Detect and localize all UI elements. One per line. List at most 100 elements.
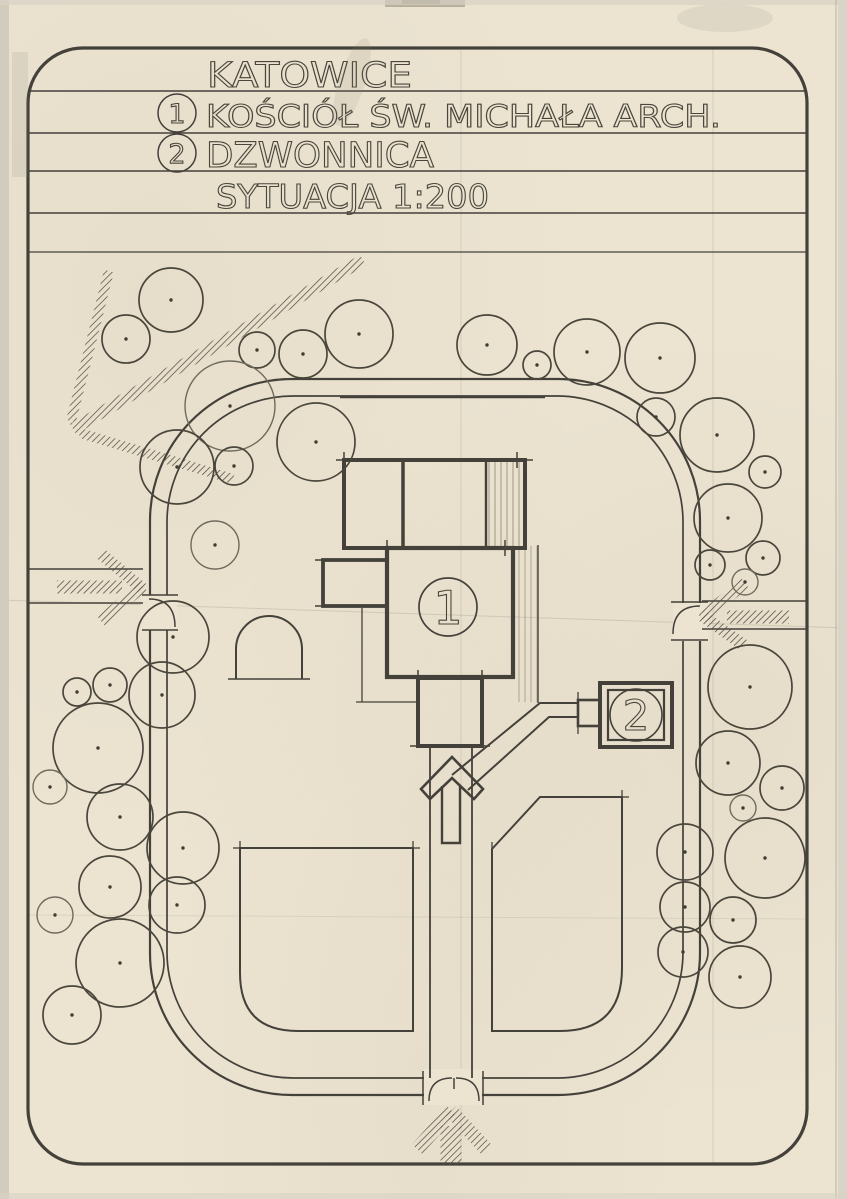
south-gate-arc-right: [455, 1077, 480, 1102]
tree: [731, 568, 759, 596]
tree: [92, 667, 128, 703]
title-separator-lines: [28, 90, 807, 253]
tree-center-dot: [726, 761, 730, 765]
diagonal-path: [451, 702, 578, 791]
forecourt-arrow-icon: [419, 755, 485, 845]
legend-2-label: DZWONNICA: [206, 136, 434, 176]
bell-tower-label-circle: [609, 688, 663, 742]
tree: [36, 896, 74, 934]
tree-center-dot: [741, 806, 745, 810]
tree: [278, 329, 328, 379]
legend-2-circle: [157, 133, 197, 173]
tree: [456, 314, 518, 376]
south-entrance-arrow-icon: [411, 1106, 492, 1165]
tree: [101, 314, 151, 364]
church-building: 1: [315, 452, 539, 748]
tree: [139, 429, 215, 505]
tree: [214, 446, 254, 486]
tree: [42, 985, 102, 1045]
tree-center-dot: [780, 786, 784, 790]
tree: [128, 661, 196, 729]
tree-center-dot: [763, 470, 767, 474]
tree: [136, 600, 210, 674]
tree-center-dot: [175, 903, 179, 907]
tree: [148, 876, 206, 934]
tree: [86, 783, 154, 851]
tree: [693, 483, 763, 553]
path-connector: [576, 692, 602, 734]
tree: [553, 318, 621, 386]
tree: [708, 945, 772, 1009]
title-block: KATOWICE 1 KOŚCIÓŁ ŚW. MICHAŁA ARCH. 2 D…: [157, 55, 722, 217]
tree-center-dot: [731, 918, 735, 922]
tree-center-dot: [53, 913, 57, 917]
tree: [238, 331, 276, 369]
tree-center-dot: [726, 516, 730, 520]
tree: [78, 855, 142, 919]
tree-center-dot: [585, 350, 589, 354]
tree: [657, 926, 709, 978]
tree-center-dot: [169, 298, 173, 302]
south-gate-arc-left: [428, 1077, 453, 1102]
legend-2-number: 2: [168, 139, 185, 170]
tree: [707, 644, 793, 730]
tree-center-dot: [683, 905, 687, 909]
trees: [32, 267, 806, 1045]
tree: [695, 730, 761, 796]
legend-1-label: KOŚCIÓŁ ŚW. MICHAŁA ARCH.: [206, 98, 721, 135]
tree: [522, 350, 552, 380]
central-path: [429, 746, 473, 1078]
tree: [656, 823, 714, 881]
tree-center-dot: [708, 563, 712, 567]
tree: [636, 397, 676, 437]
tree-center-dot: [738, 975, 742, 979]
bell-tower-building: 2: [598, 681, 674, 749]
tree: [276, 402, 356, 482]
tree-center-dot: [715, 433, 719, 437]
tree: [745, 540, 781, 576]
lawn-left: [233, 841, 420, 1032]
tree-center-dot: [357, 332, 361, 336]
tree-center-dot: [118, 815, 122, 819]
lawn-right: [491, 790, 629, 1032]
tree: [759, 765, 805, 811]
church-label-circle: [418, 577, 478, 637]
tree: [75, 918, 165, 1008]
tree-center-dot: [535, 363, 539, 367]
tree: [324, 299, 394, 369]
ring-path: [141, 377, 709, 1105]
west-entrance-arrow-icon: [57, 549, 147, 626]
tree: [138, 267, 204, 333]
east-gate-arc: [672, 605, 701, 635]
tree-center-dot: [75, 690, 79, 694]
legend-1-circle: [157, 93, 197, 133]
tree-center-dot: [171, 635, 175, 639]
tree-center-dot: [108, 885, 112, 889]
tree: [729, 794, 757, 822]
tree: [190, 520, 240, 570]
tree-center-dot: [160, 693, 164, 697]
tree: [146, 811, 220, 885]
grotto: [228, 615, 310, 680]
tree: [32, 769, 68, 805]
city-title: KATOWICE: [207, 56, 412, 96]
tree-center-dot: [748, 685, 752, 689]
tree: [724, 817, 806, 899]
tree: [709, 896, 757, 944]
tree-center-dot: [761, 556, 765, 560]
tree-center-dot: [681, 950, 685, 954]
tree-center-dot: [683, 850, 687, 854]
north-arrow-icon: [66, 254, 367, 484]
church-label: 1: [433, 581, 462, 635]
tree: [62, 677, 92, 707]
tree-center-dot: [213, 543, 217, 547]
tree-center-dot: [124, 337, 128, 341]
sheet-frame: [26, 46, 809, 1166]
tree: [679, 397, 755, 473]
tree: [694, 549, 726, 581]
tree-center-dot: [255, 348, 259, 352]
tree-center-dot: [48, 785, 52, 789]
tree-center-dot: [228, 404, 232, 408]
